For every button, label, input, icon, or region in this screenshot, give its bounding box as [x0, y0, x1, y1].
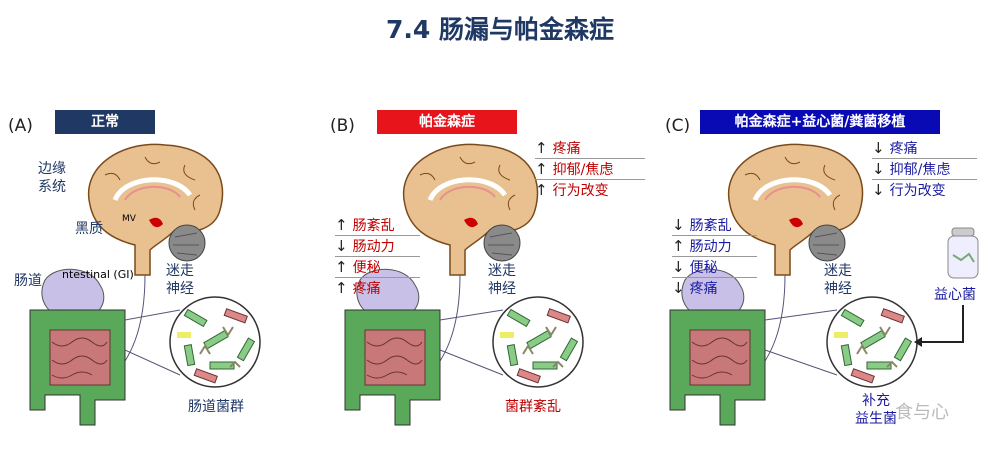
microbiota-label: 肠道菌群	[188, 399, 244, 415]
arrow-down-icon: ↓	[872, 160, 885, 178]
substantia-nigra-label: 黑质	[75, 221, 103, 237]
effect-label: 疼痛	[889, 141, 918, 157]
arrow-up-icon: ↑	[335, 279, 348, 297]
arrow-down-icon: ↓	[672, 216, 685, 234]
panel-a-label: (A)	[8, 116, 33, 136]
effect-label: 肠动力	[352, 239, 395, 255]
arrow-up-icon: ↑	[535, 139, 548, 157]
effect-label: 肠动力	[689, 239, 732, 255]
brain-effects-c: ↓ 疼痛 ↓ 抑郁/焦虑 ↓ 行为改变	[872, 138, 977, 200]
limbic-label: 边缘系统	[38, 161, 66, 195]
arrow-down-icon: ↓	[872, 181, 885, 199]
microbiota-circle-a	[169, 296, 261, 388]
arrow-up-icon: ↑	[535, 160, 548, 178]
dysbiosis-label: 菌群紊乱	[505, 399, 561, 415]
vagus-label-a: 迷走神经	[166, 263, 194, 297]
gut-effects-c: ↓ 肠紊乱 ↑ 肠动力 ↓ 便秘 ↓ 疼痛	[672, 215, 757, 298]
panel-b-header: 帕金森症	[377, 110, 517, 134]
supplement-label: 补充	[862, 393, 890, 409]
watermark: 食与心	[895, 402, 949, 423]
effect-label: 抑郁/焦虑	[889, 162, 951, 178]
effect-label: 便秘	[689, 260, 718, 276]
arrow-up-icon: ↑	[672, 237, 685, 255]
brain-a	[89, 144, 223, 275]
panel-a-header: 正常	[55, 110, 155, 134]
effect-label: 行为改变	[889, 183, 946, 199]
arrow-icon	[922, 305, 964, 343]
mv-label: MV	[122, 214, 136, 224]
effect-label: 疼痛	[689, 281, 718, 297]
gi-label: ntestinal (GI)	[62, 268, 134, 281]
page-title: 7.4 肠漏与帕金森症	[386, 15, 614, 44]
arrow-up-icon: ↑	[535, 181, 548, 199]
supplement-probiotic-label: 益生菌	[855, 411, 897, 427]
gut-effects-b: ↑ 肠紊乱 ↓ 肠动力 ↑ 便秘 ↑ 疼痛	[335, 215, 420, 298]
panel-b-label: (B)	[330, 116, 355, 136]
effect-label: 抑郁/焦虑	[552, 162, 614, 178]
arrow-down-icon: ↓	[672, 258, 685, 276]
gut-a	[29, 268, 126, 426]
microbiota-circle-b	[492, 296, 584, 388]
arrow-up-icon: ↑	[335, 258, 348, 276]
brain-effects-b: ↑ 疼痛 ↑ 抑郁/焦虑 ↑ 行为改变	[535, 138, 645, 200]
panel-c-header: 帕金森症+益心菌/粪菌移植	[700, 110, 940, 134]
arrow-down-icon: ↓	[872, 139, 885, 157]
effect-label: 疼痛	[552, 141, 581, 157]
vagus-label-b: 迷走神经	[488, 263, 516, 297]
microbiota-circle-c	[826, 296, 918, 388]
arrow-up-icon: ↑	[335, 216, 348, 234]
probiotic-bottle-icon	[947, 227, 979, 279]
effect-label: 行为改变	[552, 183, 609, 199]
brain-b	[404, 144, 538, 275]
vagus-label-c: 迷走神经	[824, 263, 852, 297]
probiotic-label: 益心菌	[934, 287, 976, 303]
arrow-down-icon: ↓	[672, 279, 685, 297]
effect-label: 肠紊乱	[352, 218, 395, 234]
arrow-down-icon: ↓	[335, 237, 348, 255]
panel-c-label: (C)	[665, 116, 691, 136]
effect-label: 便秘	[352, 260, 381, 276]
effect-label: 疼痛	[352, 281, 381, 297]
effect-label: 肠紊乱	[689, 218, 732, 234]
gut-label: 肠道	[14, 273, 42, 289]
